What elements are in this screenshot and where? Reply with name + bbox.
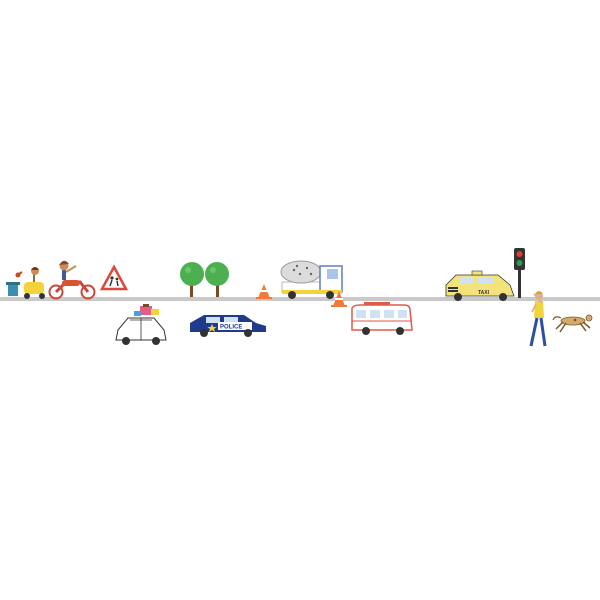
police-car-icon: POLICE (190, 315, 266, 337)
traffic-cone-icon (331, 291, 347, 307)
traffic-cone-icon (256, 284, 272, 299)
road-line (0, 297, 600, 301)
taxi-label: TAXI (478, 290, 490, 296)
pedestrian-warning-sign-icon (99, 264, 129, 291)
greyhound-dog-icon (552, 314, 593, 333)
tree-icon (180, 262, 204, 297)
traffic-light-icon (514, 248, 525, 298)
police-label: POLICE (220, 325, 242, 331)
family-car-with-luggage-icon (115, 304, 167, 345)
taxi-icon: TAXI (445, 270, 515, 301)
girl-pedestrian-icon (529, 291, 547, 347)
camper-van-icon (351, 302, 413, 335)
scooter-rider-icon (6, 267, 45, 299)
cement-mixer-truck-icon (280, 260, 343, 299)
tree-icon (205, 262, 229, 297)
motorcycle-icon (48, 260, 96, 300)
